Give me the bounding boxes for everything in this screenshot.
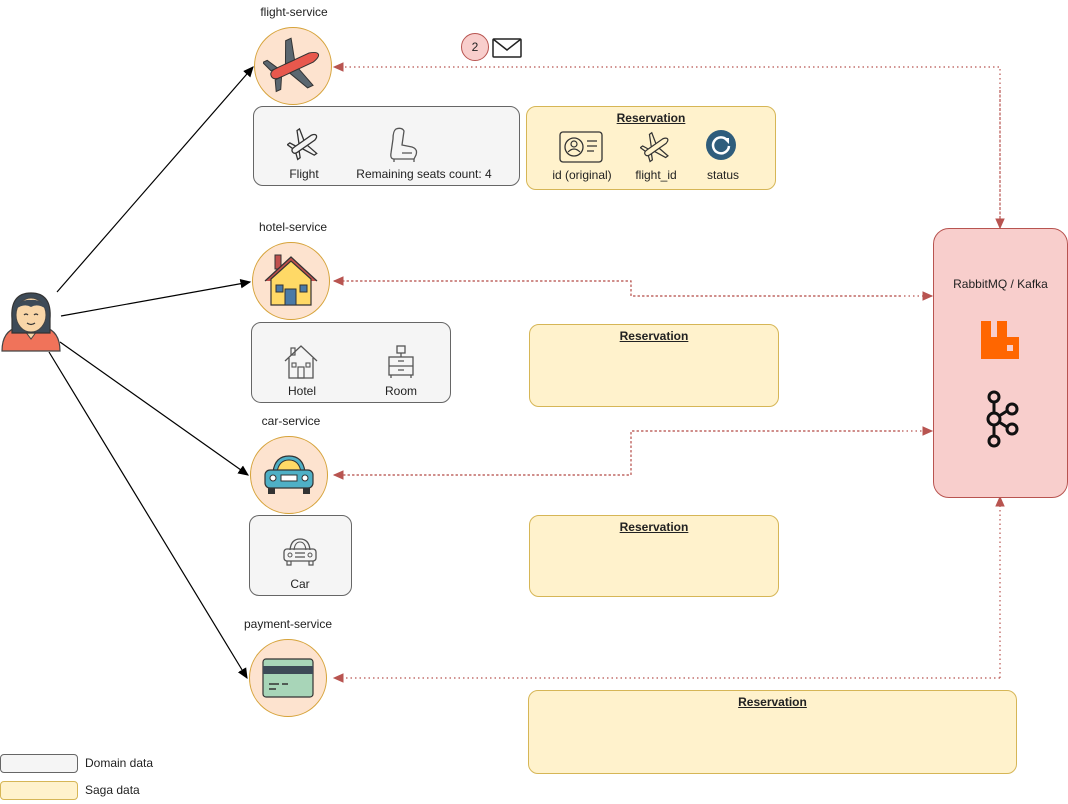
broker-label: RabbitMQ / Kafka — [953, 277, 1048, 291]
seat-icon — [390, 127, 418, 162]
user-to-car-arrow — [59, 341, 249, 476]
status-refresh-icon — [706, 130, 736, 160]
saga-status-label: status — [706, 168, 739, 182]
car-icon — [264, 455, 314, 494]
credit-card-icon — [262, 658, 314, 698]
payment-service-node[interactable] — [249, 639, 327, 717]
flight-icon — [287, 127, 318, 161]
flight-service-node[interactable] — [254, 27, 332, 105]
hotel-service-label: hotel-service — [258, 220, 328, 234]
user-icon — [1, 292, 61, 352]
legend-saga-swatch — [0, 781, 78, 800]
legend-saga-label: Saga data — [85, 783, 140, 797]
car-outline-icon — [283, 538, 317, 566]
hotel-entity-label: Hotel — [287, 384, 316, 398]
user-to-payment-arrow — [48, 351, 248, 680]
airplane-icon — [263, 37, 320, 93]
flight-entity-label: Flight — [289, 167, 319, 181]
user-to-flight-arrow — [56, 66, 254, 293]
car-service-node[interactable] — [250, 436, 328, 514]
broker-hotel-connector-back — [332, 276, 900, 297]
user-to-hotel-arrow — [60, 278, 252, 317]
flight-domain-box: Flight Remaining seats count: 4 — [253, 106, 520, 186]
flight-saga-box: Reservation id (original) flight_id stat… — [526, 106, 776, 190]
car-domain-box: Car — [249, 515, 352, 596]
hotel-saga-box: Reservation — [529, 324, 779, 407]
remaining-seats-label: Remaining seats count: 4 — [356, 167, 492, 181]
payment-saga-box: Reservation — [528, 690, 1017, 774]
payment-saga-title: Reservation — [738, 695, 807, 709]
legend-domain-label: Domain data — [85, 756, 154, 770]
broker-car-connector-back — [332, 430, 900, 480]
user-avatar — [0, 291, 62, 353]
hotel-domain-box: Hotel Room — [251, 322, 451, 403]
room-nightstand-icon — [388, 345, 414, 378]
flight-id-icon — [640, 131, 669, 163]
rabbitmq-icon — [981, 321, 1019, 359]
room-entity-label: Room — [384, 384, 417, 398]
saga-id-label: id (original) — [552, 168, 612, 182]
payment-service-label: payment-service — [243, 617, 333, 631]
house-icon — [264, 254, 318, 306]
car-service-label: car-service — [261, 414, 321, 428]
broker-hotel-connector — [334, 280, 934, 301]
message-broker-box: RabbitMQ / Kafka — [933, 228, 1068, 498]
id-card-icon — [559, 131, 603, 163]
kafka-icon — [986, 390, 1019, 448]
message-count-badge: 2 — [461, 33, 489, 61]
flight-service-label: flight-service — [260, 5, 328, 19]
broker-car-connector — [334, 426, 934, 476]
car-saga-box: Reservation — [529, 515, 779, 597]
saga-flight-id-label: flight_id — [635, 168, 677, 182]
hotel-saga-title: Reservation — [619, 329, 689, 343]
legend-domain-swatch — [0, 754, 78, 773]
flight-saga-title: Reservation — [616, 111, 686, 125]
hotel-icon — [284, 345, 318, 379]
car-saga-title: Reservation — [619, 520, 689, 534]
envelope-icon — [492, 38, 522, 58]
car-entity-label: Car — [290, 577, 310, 591]
hotel-service-node[interactable] — [252, 242, 330, 320]
